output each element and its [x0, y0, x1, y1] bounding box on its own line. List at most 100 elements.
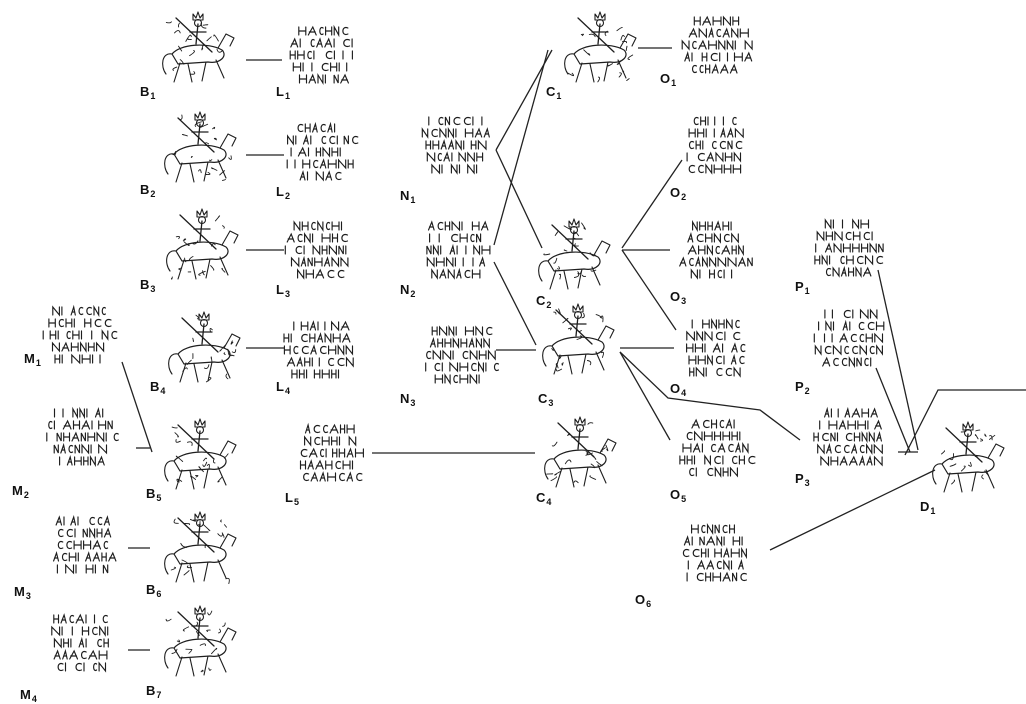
node-label-index: 6 [646, 599, 651, 609]
node-label-index: 2 [805, 386, 810, 396]
node-label-index: 1 [150, 91, 155, 101]
node-label-letter: B [146, 582, 155, 597]
node-label-letter: B [140, 84, 149, 99]
node-label-b2: B2 [140, 183, 155, 199]
rider-seal-c2 [539, 219, 610, 289]
node-label-index: 4 [681, 388, 686, 398]
node-label-index: 1 [805, 286, 810, 296]
edge-d1-continuation [905, 390, 1026, 455]
node-label-l3: L3 [276, 283, 290, 299]
node-label-letter: D [920, 499, 929, 514]
rider-seal-d1 [933, 422, 1004, 492]
node-label-index: 4 [32, 694, 37, 704]
node-label-letter: O [635, 592, 645, 607]
node-label-c2: C2 [536, 294, 551, 310]
node-label-letter: P [795, 379, 804, 394]
node-label-index: 2 [285, 191, 290, 201]
node-label-letter: L [276, 84, 284, 99]
legend-seal-m3 [54, 517, 116, 573]
legend-seal-l3 [285, 222, 348, 278]
node-label-index: 5 [156, 493, 161, 503]
node-label-letter: P [795, 279, 804, 294]
node-label-index: 3 [285, 289, 290, 299]
node-label-letter: C [538, 391, 547, 406]
legend-seal-l1 [290, 27, 352, 83]
node-label-b5: B5 [146, 487, 161, 503]
node-label-letter: M [24, 351, 35, 366]
node-label-index: 5 [294, 497, 299, 507]
legend-seal-n1 [422, 117, 489, 173]
node-label-index: 5 [681, 494, 686, 504]
node-label-index: 6 [156, 589, 161, 599]
glyphs-layer [43, 12, 1004, 676]
node-label-index: 4 [160, 386, 165, 396]
edge-c2-o4 [622, 250, 676, 330]
node-label-index: 3 [805, 478, 810, 488]
rider-seal-b7 [165, 606, 236, 676]
node-label-b4: B4 [150, 380, 165, 396]
node-label-letter: L [276, 379, 284, 394]
node-label-l5: L5 [285, 491, 299, 507]
node-label-letter: L [276, 184, 284, 199]
rider-seal-c1 [565, 12, 636, 82]
node-label-letter: O [670, 289, 680, 304]
rider-seal-c3 [543, 304, 614, 374]
node-label-p1: P1 [795, 280, 810, 296]
node-label-l1: L1 [276, 85, 290, 101]
node-label-letter: B [140, 277, 149, 292]
node-label-letter: B [146, 486, 155, 501]
legend-seal-o5 [680, 420, 755, 476]
node-label-l2: L2 [276, 185, 290, 201]
node-label-letter: L [285, 490, 293, 505]
node-label-index: 3 [548, 398, 553, 408]
node-label-o6: O6 [635, 593, 651, 609]
edge-n2-c3 [494, 262, 536, 345]
node-label-b1: B1 [140, 85, 155, 101]
node-label-index: 7 [156, 690, 161, 700]
node-label-letter: O [670, 381, 680, 396]
node-label-index: 1 [556, 91, 561, 101]
node-label-index: 1 [930, 506, 935, 516]
node-label-index: 3 [410, 398, 415, 408]
node-label-letter: O [660, 71, 670, 86]
node-label-m4: M4 [20, 688, 37, 704]
node-label-index: 2 [681, 192, 686, 202]
legend-seal-o4 [687, 320, 745, 376]
node-label-letter: N [400, 188, 409, 203]
node-label-p2: P2 [795, 380, 810, 396]
legend-seal-m4 [52, 615, 109, 671]
node-label-o5: O5 [670, 488, 686, 504]
edge-n1-c2 [496, 150, 542, 248]
node-label-index: 2 [24, 490, 29, 500]
node-label-l4: L4 [276, 380, 290, 396]
legend-seal-m1 [43, 307, 117, 363]
node-label-index: 4 [546, 497, 551, 507]
node-label-index: 2 [410, 289, 415, 299]
rider-seal-b3 [167, 209, 238, 279]
node-label-index: 2 [150, 189, 155, 199]
legend-seal-m2 [47, 409, 119, 465]
node-label-c1: C1 [546, 85, 561, 101]
rider-seal-b2 [165, 112, 236, 182]
node-label-index: 1 [36, 358, 41, 368]
legend-seal-n3 [426, 327, 499, 383]
node-label-c3: C3 [538, 392, 553, 408]
node-label-letter: C [546, 84, 555, 99]
node-label-index: 4 [285, 386, 290, 396]
rider-seal-b6 [165, 512, 236, 584]
node-label-m2: M2 [12, 484, 29, 500]
edge-n2-c1 [494, 50, 548, 245]
node-label-index: 3 [150, 284, 155, 294]
legend-seal-o3 [680, 222, 753, 278]
node-label-index: 2 [546, 300, 551, 310]
node-label-o4: O4 [670, 382, 686, 398]
node-label-index: 3 [681, 296, 686, 306]
legend-seal-o6 [683, 525, 746, 581]
node-label-letter: P [795, 471, 804, 486]
node-label-letter: N [400, 391, 409, 406]
legend-seal-p1 [815, 220, 883, 276]
edge-c3-o5 [620, 352, 670, 440]
node-label-index: 1 [285, 91, 290, 101]
node-label-letter: L [276, 282, 284, 297]
rider-seal-b4 [169, 312, 240, 382]
